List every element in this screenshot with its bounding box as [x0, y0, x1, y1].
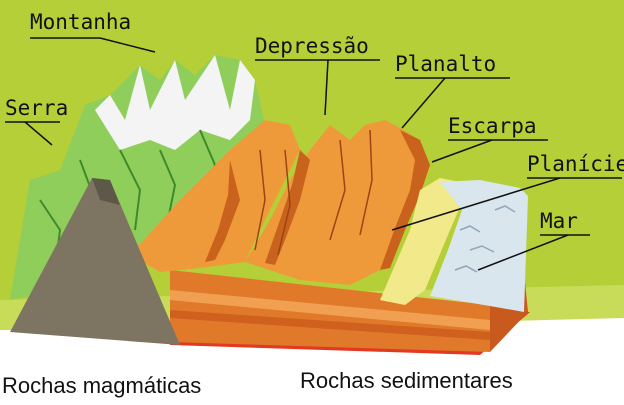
label-rochas-sedimentares: Rochas sedimentares	[300, 368, 513, 393]
label-escarpa: Escarpa	[448, 114, 537, 138]
label-serra: Serra	[5, 96, 69, 120]
label-depressao: Depressão	[255, 34, 369, 58]
mar-area	[430, 180, 528, 312]
label-montanha: Montanha	[30, 10, 132, 34]
label-rochas-magmaticas: Rochas magmáticas	[2, 373, 202, 398]
label-planicie: Planície	[527, 152, 624, 176]
snow-peaks	[95, 55, 255, 150]
rochas-magmaticas-triangle	[10, 178, 180, 345]
label-mar: Mar	[540, 209, 578, 233]
planicie-area	[380, 178, 470, 305]
label-planalto: Planalto	[395, 52, 497, 76]
planalto-plateau	[245, 120, 430, 285]
